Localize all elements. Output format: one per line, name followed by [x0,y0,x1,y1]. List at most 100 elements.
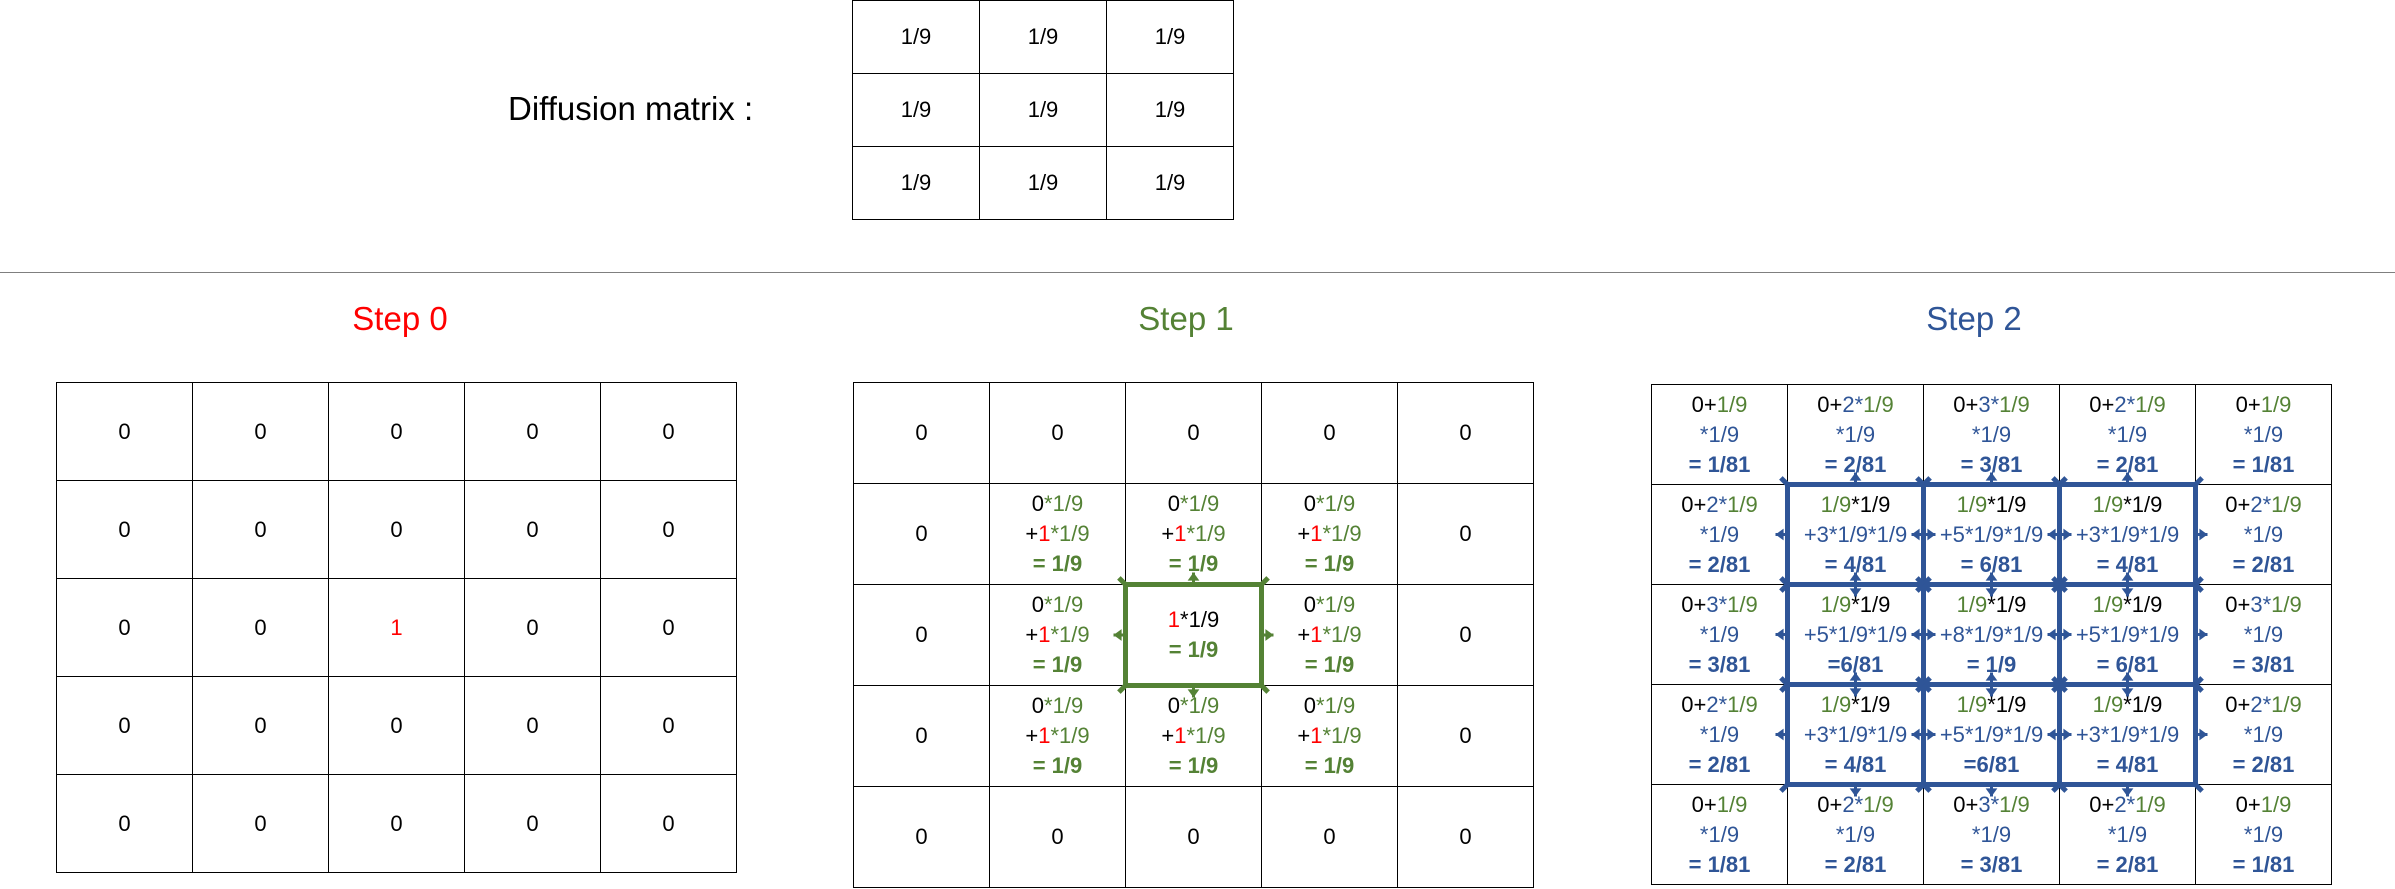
formula-segment: *1/9 [1180,693,1220,718]
cell-formula: 0 [1051,418,1063,448]
grid-cell: 0 [464,774,601,873]
formula-line: 0 [1187,822,1199,852]
formula-segment: = 3/81 [1688,651,1751,677]
formula-line: 1/9*1/9 [2076,690,2179,720]
cell-formula: 0*1/9+1*1/9= 1/9 [1025,691,1089,781]
grid-cell: 0+2*1/9*1/9= 2/81 [2195,684,2332,785]
formula-segment: 0+ [1681,591,1707,617]
cell-formula: 0 [915,822,927,852]
cell-formula: 0 [254,711,266,741]
grid-cell: 0*1/9+1*1/9= 1/9 [1125,685,1262,787]
formula-line: 0 [254,613,266,643]
formula-segment: 0 [1167,693,1181,718]
grid-cell: 0 [989,786,1126,888]
formula-segment: *1/9 [1699,721,1740,747]
formula-segment: = 2/81 [1824,451,1887,477]
formula-segment: +3*1/9*1/9 [2075,721,2180,747]
formula-line: 0+2*1/9 [2225,490,2301,520]
formula-segment: 0 [526,614,539,640]
matrix-cell: 1/9 [979,146,1107,220]
formula-line: 0 [254,711,266,741]
formula-line: 0 [1459,721,1471,751]
formula-segment: = 1/81 [2232,451,2295,477]
grid-cell: 0 [464,480,601,579]
formula-segment: +5*1/9*1/9 [1939,721,2044,747]
formula-segment: 1/9 [1727,691,1758,717]
formula-segment: +5*1/9*1/9 [1939,521,2044,547]
formula-line: 0 [662,613,674,643]
formula-line: *1/9 [1689,420,1751,450]
formula-line: 0*1/9 [1161,691,1225,721]
formula-segment: +3*1/9*1/9 [1803,721,1908,747]
formula-segment: 0 [118,516,131,542]
formula-segment: 0 [390,810,403,836]
formula-line: = 2/81 [2225,750,2301,780]
formula-segment: = 1/81 [1688,451,1751,477]
formula-line: 0 [254,417,266,447]
formula-segment: 0 [1167,491,1181,516]
formula-segment: = 3/81 [2232,651,2295,677]
cell-formula: 0 [1323,822,1335,852]
formula-line: = 2/81 [2089,450,2165,480]
formula-segment: + [1025,622,1039,647]
formula-line: 0*1/9 [1025,590,1089,620]
formula-line: 0 [915,519,927,549]
cell-formula: 0 [118,613,130,643]
formula-line: 0+1/9 [2233,390,2295,420]
grid-cell: 0+2*1/9*1/9= 2/81 [2195,484,2332,585]
formula-line: 1/9*1/9 [1940,590,2043,620]
cell-formula: 0 [1323,418,1335,448]
formula-segment: 0 [1051,420,1064,445]
cell-formula: 0+2*1/9*1/9= 2/81 [1817,790,1893,880]
formula-segment: *1/9 [1180,607,1220,632]
formula-segment: 1/9 [1727,491,1758,517]
formula-segment: = 4/81 [2096,551,2159,577]
formula-segment: 1 [1038,521,1051,546]
formula-segment: 1/9 [1820,691,1852,717]
formula-segment: +8*1/9*1/9 [1939,621,2044,647]
formula-line: *1/9 [1689,820,1751,850]
formula-line: 0*1/9 [1297,590,1361,620]
grid-cell: 0 [192,676,329,775]
formula-segment: = 1/9 [1032,652,1083,677]
grid-cell: 0 [56,382,193,481]
formula-segment: 0 [526,418,539,444]
formula-segment: =6/81 [1827,651,1884,677]
formula-line: = 1/81 [2233,450,2295,480]
formula-line: 1 [390,613,402,643]
formula-line: 0+2*1/9 [1681,690,1757,720]
formula-line: = 2/81 [2089,850,2165,880]
grid-cell: 0 [56,676,193,775]
formula-segment: 1 [1167,607,1181,632]
formula-segment: + [1297,622,1311,647]
formula-line: +1*1/9 [1161,519,1225,549]
formula-line: = 6/81 [2076,650,2179,680]
grid-cell: 0+2*1/9*1/9= 2/81 [1651,684,1788,785]
formula-segment: 1/9 [1956,591,1988,617]
formula-line: +1*1/9 [1297,519,1361,549]
formula-segment: 0 [1323,420,1336,445]
grid-cell: 1/9*1/9+5*1/9*1/9= 6/81 [1923,484,2060,585]
formula-line: = 2/81 [2225,550,2301,580]
cell-formula: 0+3*1/9*1/9= 3/81 [1681,590,1757,680]
cell-formula: 0+2*1/9*1/9= 2/81 [2225,690,2301,780]
formula-segment: *1/9 [1322,723,1362,748]
formula-segment: 1 [1310,521,1323,546]
formula-segment: = 1/9 [1168,637,1219,662]
formula-segment: = 6/81 [2096,651,2159,677]
formula-segment: 2* [1706,491,1728,517]
cell-formula: 0*1/9+1*1/9= 1/9 [1025,590,1089,680]
formula-segment: 2* [2250,691,2272,717]
formula-line: 0 [662,711,674,741]
formula-line: = 4/81 [1804,750,1907,780]
grid-cell: 0+2*1/9*1/9= 2/81 [1651,484,1788,585]
formula-segment: = 1/9 [1304,652,1355,677]
matrix-cell: 1/9 [852,0,980,74]
formula-line: 1/9*1/9 [1804,490,1907,520]
formula-segment: *1/9 [1987,491,2027,517]
formula-segment: *1/9 [2243,421,2284,447]
formula-segment: 0 [118,614,131,640]
grid-cell: 0 [464,382,601,481]
